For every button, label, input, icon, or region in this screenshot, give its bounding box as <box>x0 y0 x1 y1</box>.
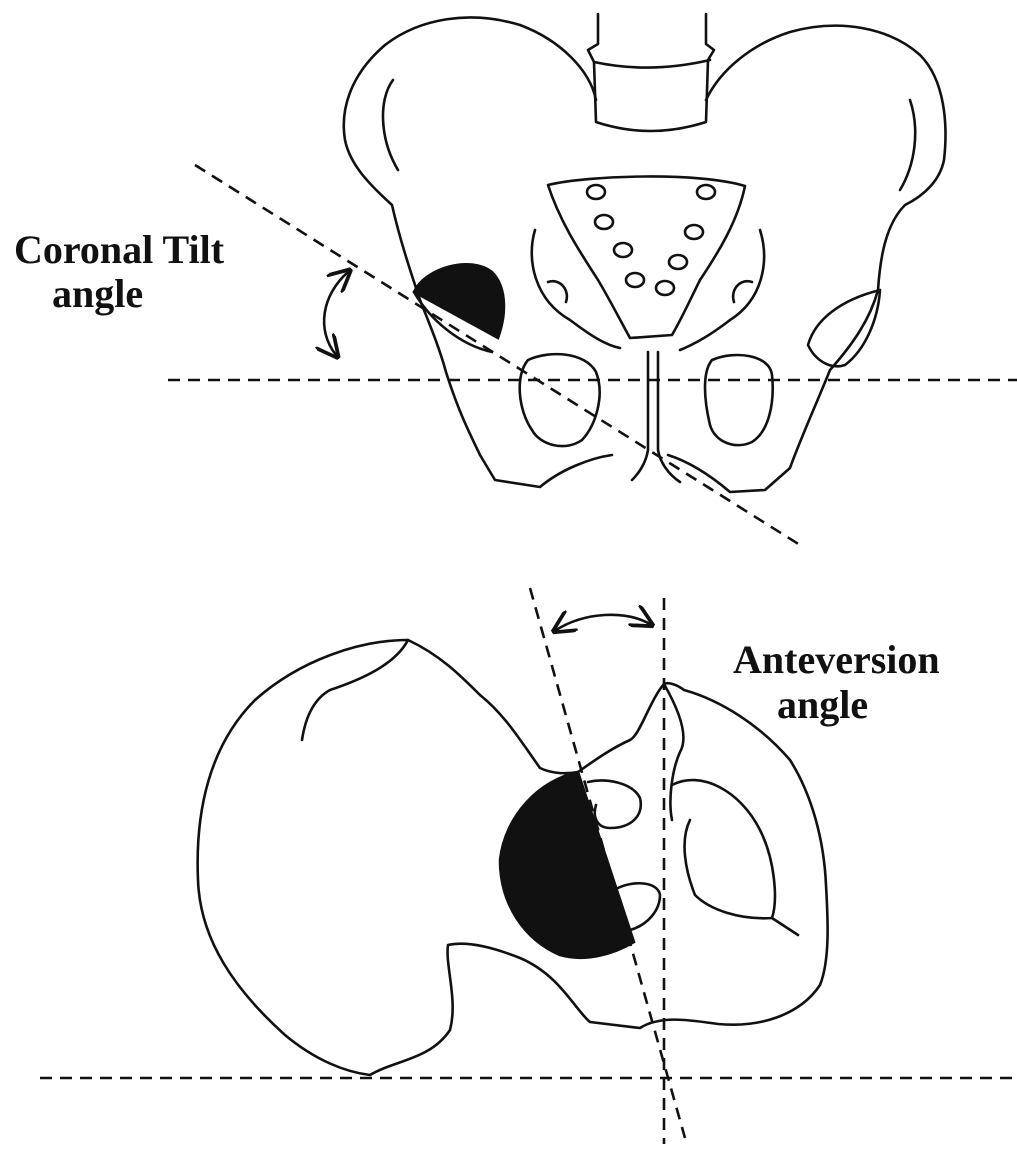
coronal-tilt-label: Coronal Tilt <box>14 228 224 272</box>
obturator-foramen-left <box>520 354 600 446</box>
sacral-foramina <box>587 185 715 295</box>
coronal-tilt-arrow <box>324 272 348 355</box>
cup-inclination-line <box>195 165 800 545</box>
pubic-symphysis-left <box>632 352 648 480</box>
sacral-ala-right <box>680 230 764 350</box>
acetabular-cup-lateral <box>500 772 634 958</box>
obturator-foramen-right <box>705 355 773 445</box>
obturator-foramen-lateral <box>672 780 775 918</box>
lumbar-vertebra <box>588 14 714 131</box>
sacroiliac-notch-left <box>548 281 567 302</box>
iliac-crest-ridge <box>302 640 408 740</box>
anteversion-arrow <box>556 615 650 630</box>
anteversion-label-angle: angle <box>777 683 868 727</box>
coronal-tilt-label-angle: angle <box>52 272 143 316</box>
pubic-symphysis-right <box>658 352 680 482</box>
acetabular-cup-frontal <box>414 264 504 338</box>
sacrum <box>548 176 745 338</box>
left-iliac-crest-inner <box>383 80 398 170</box>
sacral-ala-left <box>532 230 620 348</box>
frontal-pelvis <box>168 14 1017 545</box>
left-ilium <box>344 18 612 487</box>
sacroiliac-notch-right <box>733 281 752 302</box>
ischial-line <box>772 918 798 935</box>
vertebra-disc-line <box>594 60 710 68</box>
sciatic-notch <box>664 684 683 820</box>
right-iliac-crest-inner <box>900 100 915 190</box>
anteversion-label: Anteversion <box>733 638 940 682</box>
